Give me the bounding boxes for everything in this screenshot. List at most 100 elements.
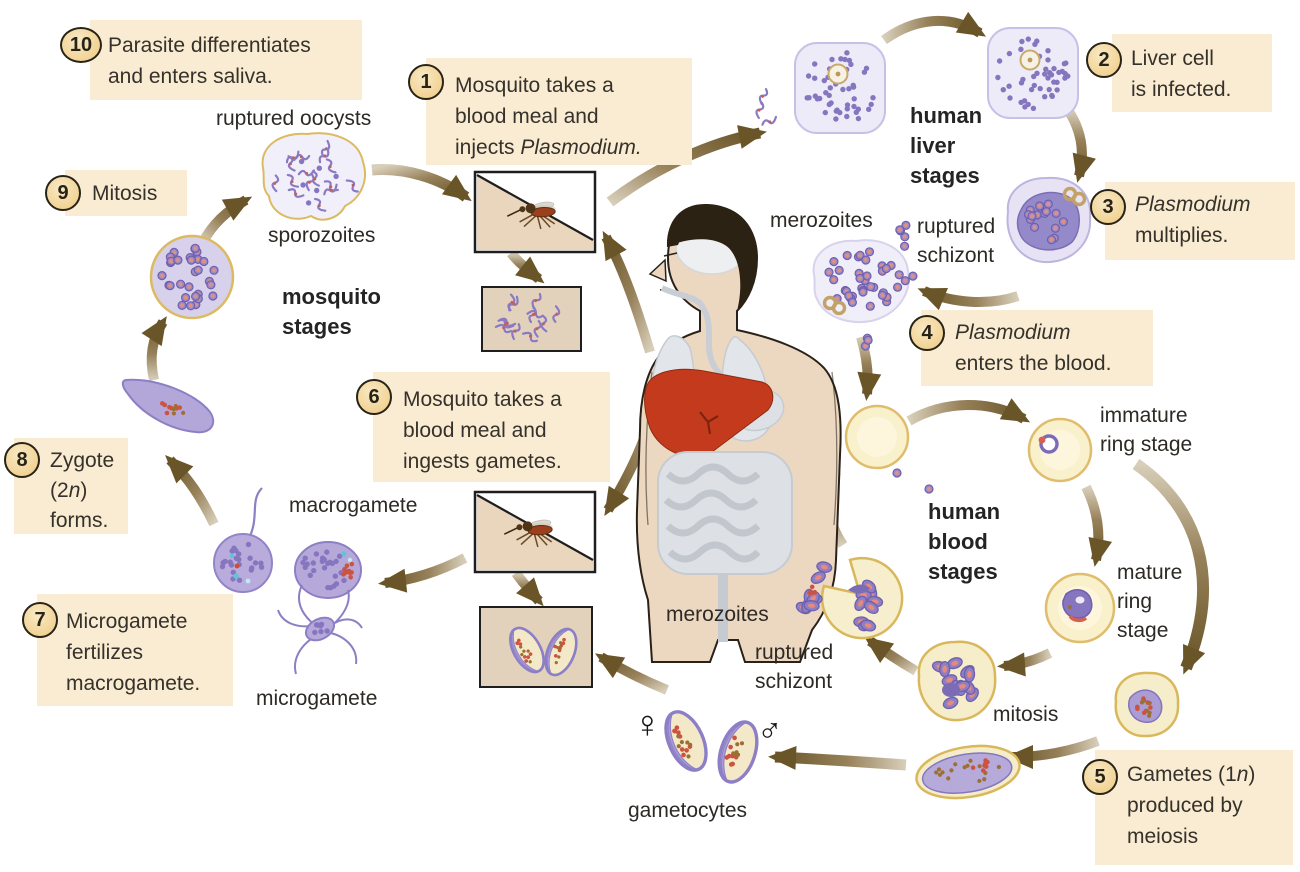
arrow-immature-to-mature	[1081, 484, 1113, 567]
step-4-badge: 4	[909, 315, 945, 351]
human-esophagus	[660, 285, 727, 381]
male-gametocyte	[717, 720, 759, 784]
male-symbol: ♂	[757, 712, 783, 750]
callout-line: injects Plasmodium.	[455, 132, 692, 163]
callout-step-8: 8 Zygote (2n) forms.	[4, 438, 128, 534]
ingested-gametocyte-female	[508, 626, 546, 674]
red-blood-cell	[844, 404, 910, 470]
callout-line-segment: n	[1236, 763, 1249, 786]
arrow-liver-cell-1-to-2	[881, 11, 987, 45]
callout-step-4: 4 Plasmodium enters the blood.	[909, 310, 1153, 386]
label-merozoites-blood: merozoites	[666, 603, 769, 626]
callout-line-segment: n	[68, 479, 81, 502]
callout-line-segment: )	[80, 479, 88, 502]
callout-line: enters the blood.	[955, 352, 1112, 375]
step-10-badge: 10	[60, 27, 102, 63]
human-hair-front	[667, 205, 720, 247]
callout-line: produced by	[1127, 794, 1243, 817]
callout-line: Mosquito takes a	[455, 74, 614, 97]
callout-line-segment: injects	[455, 136, 521, 159]
step-7-badge: 7	[22, 602, 58, 638]
female-symbol: ♀	[633, 704, 662, 746]
liver-cell-2	[987, 27, 1079, 119]
mosquito-bite-box-2	[473, 490, 597, 574]
label-gametocytes: gametocytes	[628, 799, 748, 822]
callout-line-segment: Plasmodium.	[520, 136, 642, 159]
label-mosquito-stages: mosquito stages	[282, 284, 381, 339]
free-merozoites	[892, 468, 934, 494]
arrow-liver-cell-to-schizont	[1063, 107, 1096, 183]
callout-step-6: 6 Mosquito takes a blood meal and ingest…	[356, 372, 610, 482]
human-figure	[635, 203, 842, 663]
arrow-mature-to-mitosis	[997, 648, 1053, 677]
arrow-merozoites-to-blood	[856, 335, 882, 401]
callout-line: and enters saliva.	[108, 65, 273, 88]
arrow-zygote-to-ookinete	[165, 455, 219, 527]
step-9-badge: 9	[45, 175, 81, 211]
callout-step-5: 5 Gametes (1n) produced by meiosis	[1082, 750, 1293, 865]
label-ruptured-schizont-liver: ruptured schizont	[917, 215, 996, 267]
label-mitosis: mitosis	[993, 703, 1059, 726]
ruptured-liver-schizont	[812, 220, 918, 351]
arrow-gametocytes-to-ingest-box	[594, 652, 669, 695]
callout-line: Plasmodium	[1135, 193, 1251, 216]
label-merozoites-liver: merozoites	[770, 209, 873, 232]
callout-line: multiplies.	[1135, 224, 1229, 247]
callout-line: is infected.	[1131, 78, 1232, 101]
label-human-blood-stages: human blood stages	[928, 499, 1001, 584]
callout-line: Microgamete	[66, 610, 188, 633]
arrow-gamete-to-gametocyte	[1005, 736, 1100, 769]
callout-line: Mitosis	[92, 182, 158, 205]
arrow-ring-stage-to-gamete	[1132, 459, 1210, 675]
oocyst-cell	[149, 234, 235, 320]
liver-schizont-cell	[1006, 176, 1092, 264]
arrow-rbc-to-immature-ring	[906, 398, 1031, 426]
callout-line-segment: Gametes (1	[1127, 763, 1237, 786]
callout-line-segment: )	[1248, 763, 1256, 786]
human-small-intestine	[663, 463, 761, 563]
callout-line: meiosis	[1127, 825, 1199, 848]
zygote-cell	[213, 487, 273, 593]
human-bile-duct	[699, 411, 719, 435]
arrow-mitosis-to-ruptured-schizont	[864, 636, 919, 676]
step-3-badge: 3	[1090, 189, 1126, 225]
arrow-ingest-to-macrogamete	[378, 553, 468, 593]
callout-step-9: 9 Mitosis	[45, 170, 187, 216]
ingested-gametocyte-male	[544, 627, 578, 677]
callout-step-7: 7 Microgamete fertilizes macrogamete.	[22, 594, 233, 706]
mature-ring-stage-cell	[1044, 572, 1116, 644]
callout-line-segment: (2	[50, 479, 69, 502]
step-5-badge: 5	[1082, 759, 1118, 795]
arrow-oocyst-to-ruptured-oocyst	[198, 195, 253, 245]
ingested-gametocytes-box	[479, 606, 593, 688]
label-human-liver-stages: human liver stages	[910, 103, 983, 188]
ookinete-cell	[121, 378, 215, 434]
callout-line: (2n)	[50, 476, 128, 506]
callout-line: Gametes (1n)	[1127, 759, 1293, 790]
blood-schizont-mitosis-cell	[917, 640, 997, 722]
ruptured-oocyst-cell	[261, 132, 366, 221]
gamete-cell	[1114, 671, 1180, 738]
callout-step-10: 10 Parasite differentiates and enters sa…	[60, 20, 362, 100]
arrow-schizont-to-ruptured	[917, 286, 1020, 311]
callout-line: macrogamete.	[66, 672, 201, 695]
callout-step-2: 2 Liver cell is infected.	[1086, 34, 1272, 112]
human-nose	[648, 258, 667, 283]
human-hair-back	[666, 203, 758, 311]
label-microgamete: microgamete	[256, 687, 378, 710]
arrow-bite-box-2-to-ingest-box	[511, 570, 544, 607]
label-sporozoites: sporozoites	[268, 224, 376, 247]
arrow-human-to-bite-box-1	[601, 230, 655, 354]
liver-cell-1	[794, 42, 886, 134]
callout-line: Mosquito takes a	[403, 388, 562, 411]
immature-ring-stage-cell	[1027, 417, 1093, 483]
callout-step-3: 3 Plasmodium multiplies.	[1090, 182, 1295, 260]
sporozoites-in-box	[494, 292, 561, 343]
callout-line: Zygote	[50, 449, 115, 472]
arrow-bite-box-to-sporozoite-box	[507, 249, 545, 284]
sporozoite-box	[481, 286, 582, 352]
callout-line: blood meal and	[403, 419, 547, 442]
human-liver	[644, 368, 774, 458]
